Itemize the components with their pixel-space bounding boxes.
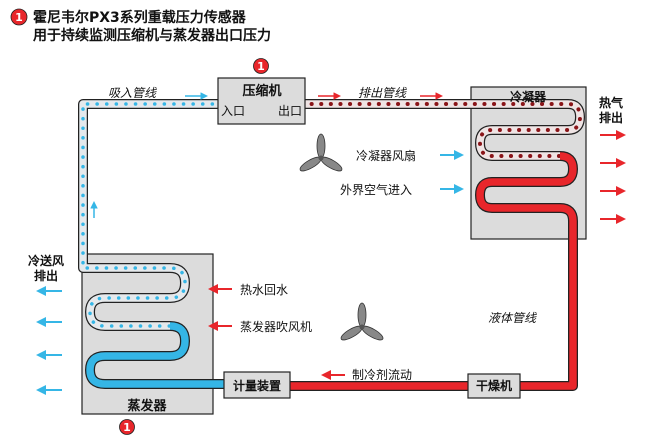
- evaporator-title: 蒸发器: [127, 398, 167, 414]
- refrigerant-flow-label: 制冷剂流动: [352, 367, 412, 382]
- compressor-title: 压缩机: [242, 83, 281, 99]
- metering-device: 计量装置: [223, 371, 291, 399]
- condenser-fan-label: 冷凝器风扇: [356, 148, 416, 163]
- hot-air-label-line2: 排出: [599, 110, 623, 125]
- cold-air-label-line1: 冷送风: [28, 253, 64, 268]
- compressor: 压缩机 入口 出口 1: [217, 58, 306, 125]
- discharge-line-label: 排出管线: [358, 86, 407, 100]
- metering-device-label: 计量装置: [233, 378, 281, 393]
- header-badge: 1: [15, 11, 23, 24]
- metering-device-box: [223, 371, 291, 399]
- outside-air-label: 外界空气进入: [340, 182, 412, 197]
- evaporator-badge: 1: [123, 421, 131, 434]
- header-badge-circle: [10, 8, 28, 26]
- drier-box: [467, 373, 521, 399]
- liquid-line-tube: [290, 151, 578, 391]
- evaporator-blue-tube: [85, 321, 226, 389]
- evaporator-blower-label: 蒸发器吹风机: [240, 319, 312, 334]
- cold-air-arrows: [36, 286, 62, 395]
- hot-water-return-label: 热水回水: [240, 283, 288, 297]
- drier-label: 干燥机: [476, 378, 512, 393]
- condenser-fan-icon: [299, 133, 343, 172]
- liquid-line-label: 液体管线: [488, 311, 537, 325]
- evaporator-badge-circle: [119, 419, 135, 435]
- drier: 干燥机: [467, 373, 521, 399]
- header: 1 霍尼韦尔PX3系列重载压力传感器 用于持续监测压缩机与蒸发器出口压力: [10, 8, 271, 44]
- discharge-line-tube: [300, 99, 585, 161]
- hot-air-arrows: [600, 130, 626, 224]
- evaporator-fan-icon: [340, 302, 384, 341]
- header-title-line2: 用于持续监测压缩机与蒸发器出口压力: [33, 27, 271, 44]
- suction-line-tube: [78, 99, 224, 331]
- condenser-title: 冷凝器: [510, 89, 547, 104]
- header-title-line1: 霍尼韦尔PX3系列重载压力传感器: [33, 9, 247, 26]
- compressor-inlet: 入口: [221, 104, 245, 118]
- compressor-badge-circle: [253, 58, 269, 74]
- suction-line-label: 吸入管线: [108, 86, 157, 100]
- compressor-outlet: 出口: [278, 104, 302, 118]
- compressor-badge: 1: [257, 60, 265, 73]
- evaporator-box: [81, 253, 214, 415]
- hot-air-label-line1: 热气: [599, 95, 623, 110]
- cold-air-label-line2: 排出: [34, 268, 58, 283]
- compressor-box: [217, 77, 306, 125]
